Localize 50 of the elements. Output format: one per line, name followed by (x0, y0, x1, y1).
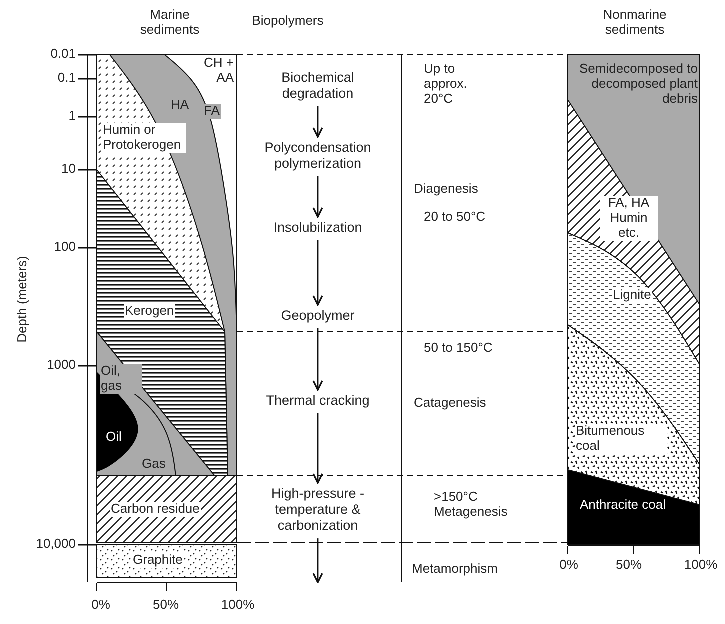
region-label: Anthracite coal (580, 498, 667, 513)
stage-label: Diagenesis (414, 182, 480, 197)
process-step: Thermal cracking (258, 393, 378, 410)
axis-title: Depth (meters) (16, 255, 30, 345)
arrow (312, 106, 324, 138)
region-label: Oil, gas (100, 364, 142, 394)
tick-label: 100 (53, 240, 76, 255)
tick-label: 10 (60, 162, 76, 177)
tick-label: 100% (220, 598, 256, 613)
region-label: Gas (142, 457, 167, 472)
arrow (312, 413, 324, 484)
tick-label: 100% (683, 558, 719, 573)
region-label: Carbon residue (110, 502, 201, 517)
stage-label: Metamorphism (412, 562, 499, 577)
stage-label: 20 to 50°C (424, 210, 487, 225)
tick-label: 50% (614, 558, 644, 573)
process-step: Polycondensation polymerization (258, 140, 378, 172)
tick-label: 10,000 (35, 537, 76, 552)
process-step: High-pressure -temperature & carbonization (258, 486, 378, 535)
arrow (312, 328, 324, 391)
column-heading: Nonmarine sediments (602, 8, 668, 38)
process-step: Biochemical degradation (258, 70, 378, 102)
region-label: Lignite (612, 288, 652, 303)
tick-label: 0% (90, 598, 112, 613)
process-step: Geopolymer (258, 308, 378, 324)
stage-label: Up to approx. 20°C (424, 62, 468, 107)
region-label: Bitumenous coal (575, 424, 667, 454)
region-label: Graphite (132, 553, 184, 568)
arrow (312, 538, 324, 584)
tick-label: 1000 (46, 358, 76, 373)
stage-label: >150°C Metagenesis (434, 490, 509, 520)
tick-label: 0.1 (56, 71, 76, 86)
arrow (312, 176, 324, 218)
tick-label: 0.01 (50, 47, 76, 62)
column-heading: Biopolymers (251, 14, 325, 29)
stage-label: Catagenesis (414, 396, 488, 411)
region-label: FA (203, 104, 221, 119)
region-label: Kerogen (124, 304, 176, 319)
region-label: Semidecomposed to decomposed plant debris (578, 62, 698, 107)
region-label: FA, HA Humin etc. (600, 196, 658, 241)
region-label: Humin or Protokerogen (102, 123, 186, 153)
tick-label: 0% (558, 558, 580, 573)
column-heading: Marine sediments (139, 8, 201, 38)
process-step: Insolubilization (258, 220, 378, 236)
tick-label: 1 (68, 109, 76, 124)
stage-label: 50 to 150°C (424, 341, 494, 356)
tick-label: 50% (152, 598, 180, 613)
arrow (312, 240, 324, 306)
region-label: CH + AA (203, 56, 234, 86)
region-label: Oil (106, 430, 123, 445)
